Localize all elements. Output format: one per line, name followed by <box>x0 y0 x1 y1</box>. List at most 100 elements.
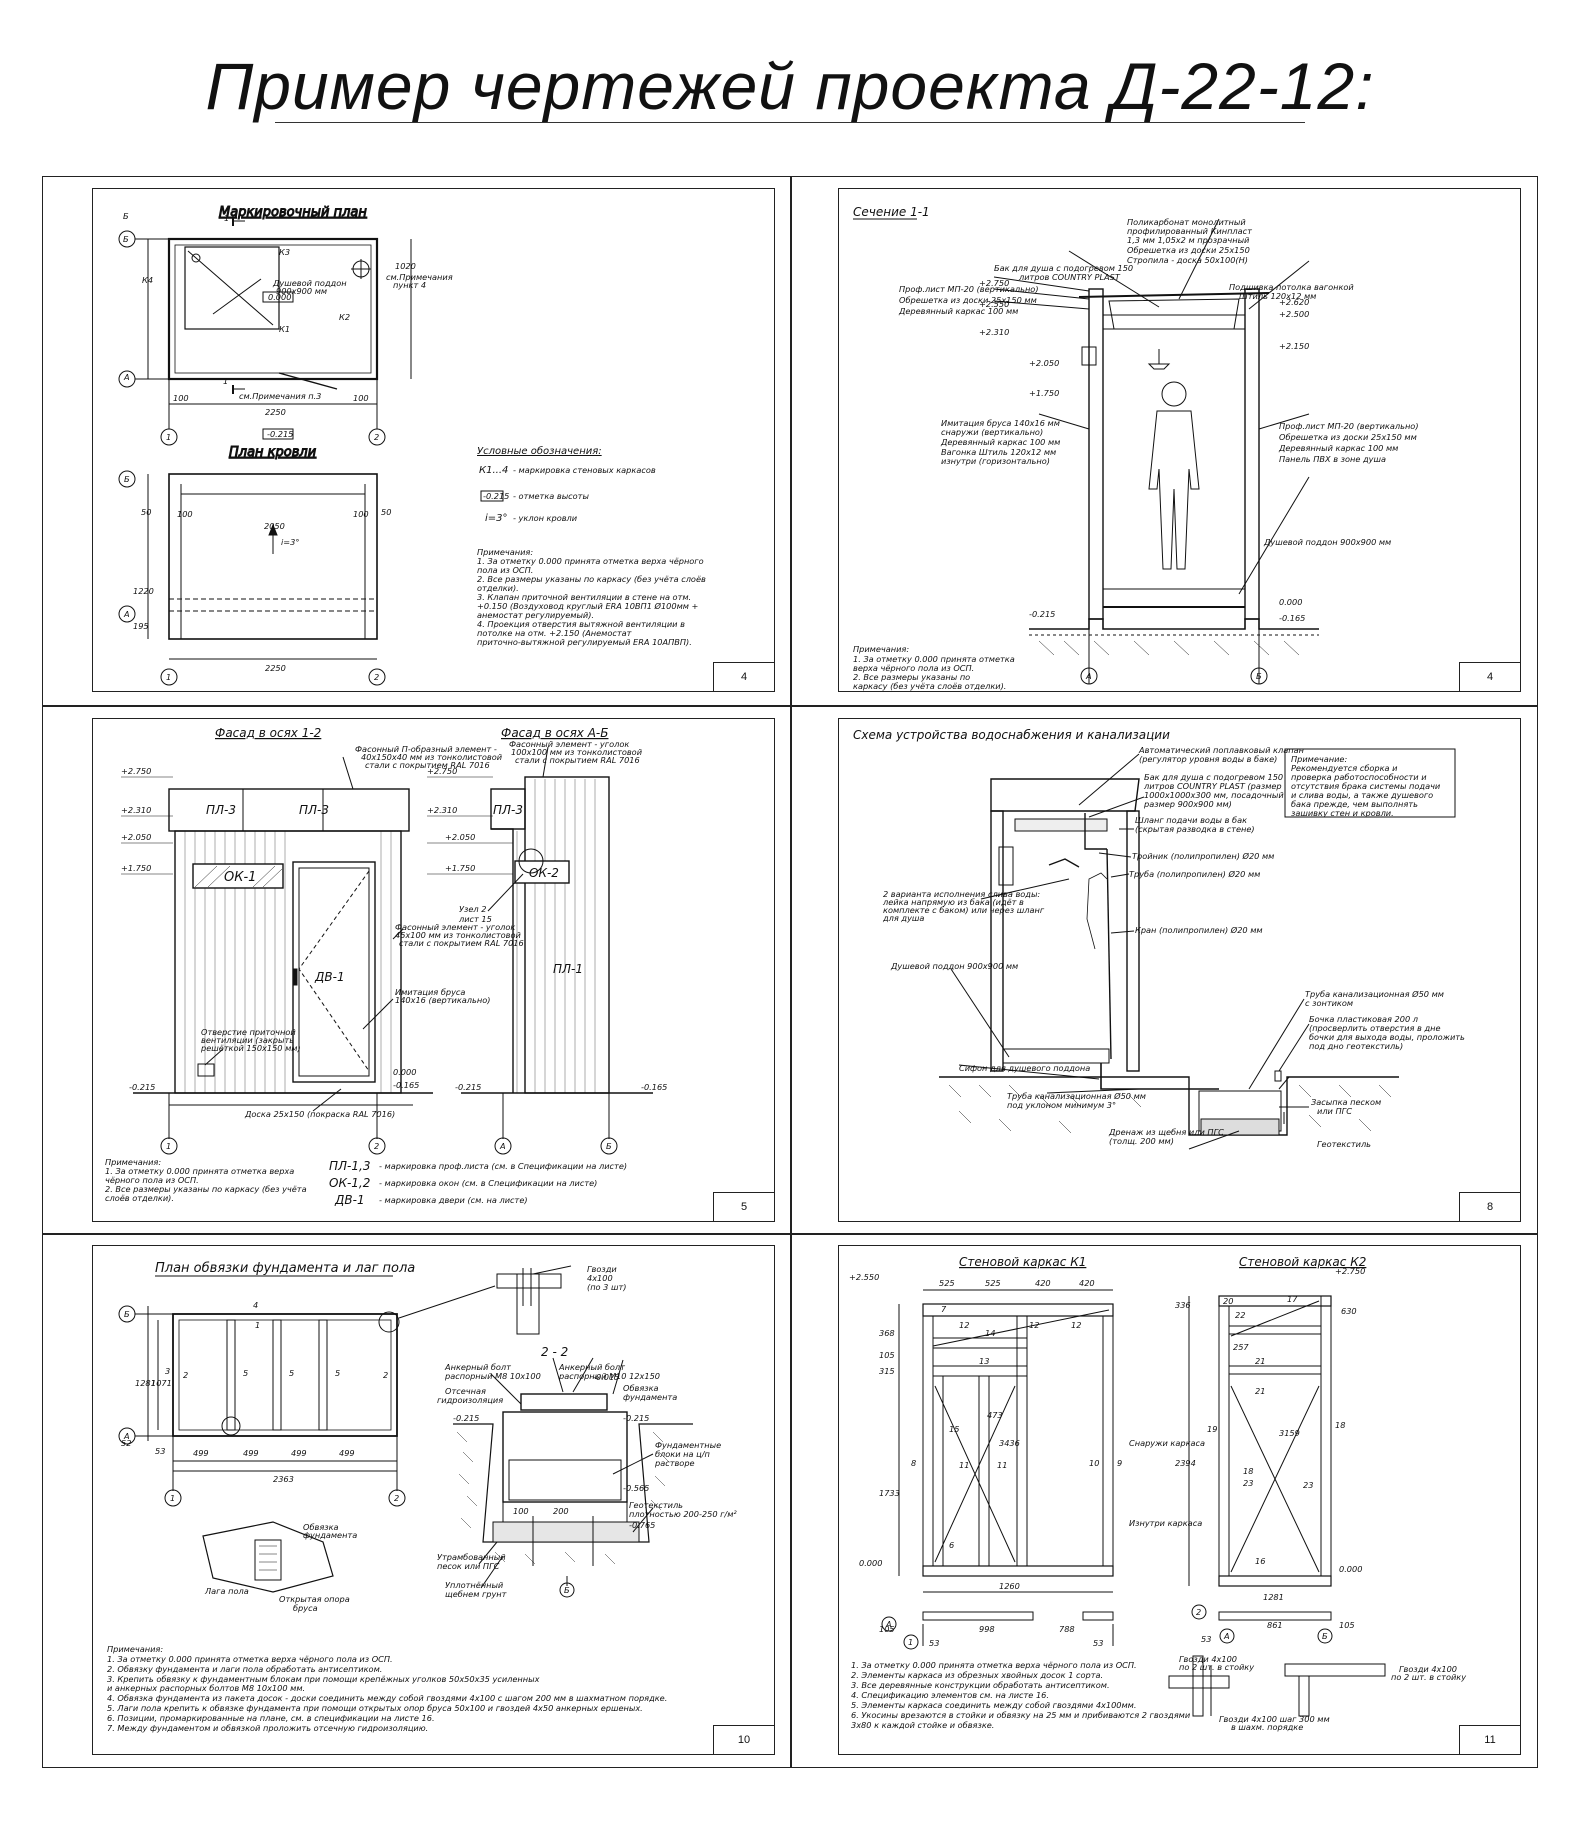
drawing-annotation: 2 <box>394 1493 399 1503</box>
drawing-annotation: Рекомендуется сборка и <box>1291 763 1398 773</box>
sheet-3-labels: Фасад в осях 1-2 Фасад в осях А-Б Фасонн… <box>105 726 667 1207</box>
board-divider-v <box>790 177 792 1767</box>
sheet-6-labels: Стеновой каркас К1 Стеновой каркас К2 52… <box>849 1255 1466 1732</box>
drawing-annotation: под уклоном минимум 3° <box>1007 1100 1116 1110</box>
drawing-annotation: +2.500 <box>1279 309 1309 319</box>
shower-tray-outline <box>184 246 280 330</box>
drawing-annotation: фундамента <box>303 1530 357 1540</box>
drawing-annotation: А <box>499 1141 506 1151</box>
drawing-annotation: ПЛ-3 <box>493 803 523 817</box>
drawing-annotation: отсутствия брака системы подачи <box>1291 781 1441 791</box>
drawing-annotation: ДВ-1 <box>334 1193 365 1207</box>
drawing-annotation: Труба канализационная Ø50 мм <box>1007 1091 1146 1101</box>
drawing-annotation: 11 <box>959 1460 969 1470</box>
drawing-annotation: стали с покрытием RAL 7016 <box>365 760 490 770</box>
drawing-annotation: 100 <box>353 509 369 519</box>
drawing-annotation: 50 <box>141 507 151 517</box>
drawing-annotation: или ПГС <box>1317 1106 1352 1116</box>
drawing-annotation: с зонтиком <box>1305 998 1353 1008</box>
drawing-annotation: 5 <box>243 1368 248 1378</box>
drawing-annotation: +2.750 <box>121 766 151 776</box>
drawing-annotation: 1 <box>166 432 171 442</box>
drawing-annotation: 315 <box>879 1366 895 1376</box>
drawing-annotation: 3. Крепить обвязку к фундаментным блокам… <box>107 1674 540 1684</box>
drawing-annotation: Гвозди 4х100 <box>1179 1654 1237 1664</box>
drawing-annotation: 1220 <box>133 586 154 596</box>
drawing-annotation: 53 <box>1201 1634 1211 1644</box>
drawing-annotation: 0.000 <box>859 1558 882 1568</box>
drawing-annotation: 5. Элементы каркаса соединить между собо… <box>851 1700 1136 1710</box>
sheet-6-drawing: Стеновой каркас К1 Стеновой каркас К2 52… <box>849 1255 1466 1732</box>
drawing-annotation: 18 <box>1335 1420 1345 1430</box>
sheet-marking-plan[interactable]: Маркировочный план <box>92 188 775 692</box>
drawing-annotation: -0.015 <box>593 1372 619 1382</box>
drawing-annotation: 2 <box>374 1141 379 1151</box>
sheet-water-scheme[interactable]: Схема устройства водоснабжения и канализ… <box>838 718 1521 1222</box>
drawing-annotation: 1 <box>170 1493 175 1503</box>
drawing-annotation: Б <box>1322 1631 1328 1641</box>
sheet-number: 4 <box>713 662 774 691</box>
drawing-annotation: литров COUNTRY PLAST (размер <box>1143 781 1282 791</box>
drawing-annotation: 4. Проекция отверстия вытяжной вентиляци… <box>477 619 685 629</box>
section-title: Сечение 1-1 <box>853 205 930 219</box>
drawing-annotation: 2 <box>1196 1607 1201 1617</box>
label-k2: К2 <box>339 312 350 322</box>
drawing-annotation: К1...4 <box>479 465 508 476</box>
drawing-annotation: 525 <box>939 1278 955 1288</box>
sheet-section-1-1[interactable]: Сечение 1-1 Поликарбонат монолитный проф… <box>838 188 1521 692</box>
drawing-annotation: Утрамбованный <box>437 1552 506 1562</box>
drawing-annotation: (толщ. 200 мм) <box>1109 1136 1174 1146</box>
drawing-annotation: приточно-вытяжной регулируемый ERA 10АПВ… <box>477 637 692 647</box>
drawing-annotation: Примечания: <box>853 644 909 654</box>
drawing-annotation: Гвозди 4х100 шаг 300 мм <box>1219 1714 1330 1724</box>
sheet-2-labels: Сечение 1-1 Поликарбонат монолитный проф… <box>853 205 1419 691</box>
water-scheme-title: Схема устройства водоснабжения и канализ… <box>853 728 1170 742</box>
drawing-annotation: Обрешетка из доски 25х150 мм <box>899 295 1037 305</box>
drawing-annotation: Снаружи каркаса <box>1129 1438 1205 1448</box>
drawing-annotation: 1071 <box>151 1378 172 1388</box>
drawing-annotation: (просверлить отверстия в дне <box>1309 1023 1441 1033</box>
drawing-annotation: 0.000 <box>393 1067 416 1077</box>
drawing-annotation: 19 <box>1207 1424 1217 1434</box>
drawing-annotation: - маркировка проф.листа (см. в Специфика… <box>379 1161 627 1171</box>
drawing-annotation: - уклон кровли <box>513 513 578 523</box>
drawing-annotation: 1. За отметку 0.000 принята отметка <box>853 654 1015 664</box>
sheet-facades[interactable]: Фасад в осях 1-2 Фасад в осях А-Б Фасонн… <box>92 718 775 1222</box>
drawing-annotation: Панель ПВХ в зоне душа <box>1279 454 1386 464</box>
drawing-annotation: - отметка высоты <box>513 491 589 501</box>
drawing-annotation: Б <box>564 1585 570 1595</box>
drawing-annotation: Б <box>123 234 129 244</box>
drawing-annotation: Уплотнённый <box>445 1580 504 1590</box>
drawing-annotation: - маркировка окон (см. в Спецификации на… <box>379 1178 597 1188</box>
drawing-annotation: Примечание: <box>1291 754 1347 764</box>
drawing-annotation: зашивку стен и кровли. <box>1291 808 1394 818</box>
drawing-annotation: i=3° <box>485 513 508 524</box>
drawing-annotation: 1 <box>223 376 228 386</box>
drawing-annotation: 12 <box>1029 1320 1039 1330</box>
drawing-annotation: бака прежде, чем выполнять <box>1291 799 1418 809</box>
drawing-annotation: 50 <box>381 507 391 517</box>
drawing-annotation: 257 <box>1233 1342 1249 1352</box>
sheet-number: 8 <box>1459 1192 1520 1221</box>
drawing-annotation: изнутри (горизонтально) <box>941 456 1050 466</box>
drawing-annotation: Обрешетка из доски 25х150 мм <box>1279 432 1417 442</box>
drawing-annotation: 1 <box>255 1320 260 1330</box>
drawing-annotation: Анкерный болт <box>444 1362 511 1372</box>
sheet-foundation-plan[interactable]: План обвязки фундамента и лаг пола Гвозд… <box>92 1245 775 1755</box>
drawing-annotation: +2.620 <box>1279 297 1309 307</box>
drawing-annotation: 1. За отметку 0.000 принята отметка верх… <box>105 1166 294 1176</box>
drawing-annotation: +2.150 <box>1279 341 1309 351</box>
facade-a-b-title: Фасад в осях А-Б <box>501 726 608 740</box>
drawing-annotation: 53 <box>929 1638 939 1648</box>
drawing-annotation: 12 <box>959 1320 969 1330</box>
sheet-wall-frames[interactable]: Стеновой каркас К1 Стеновой каркас К2 52… <box>838 1245 1521 1755</box>
drawing-annotation: Вагонка Штиль 120х12 мм <box>941 447 1056 457</box>
drawing-annotation: верха чёрного пола из ОСП. <box>853 663 974 673</box>
drawing-annotation: А <box>885 1619 892 1629</box>
drawing-annotation: +2.050 <box>445 832 475 842</box>
drawing-annotation: Примечания: <box>107 1644 163 1654</box>
drawing-annotation: +2.310 <box>979 327 1009 337</box>
drawing-annotation: Бак для душа с подогревом 150 <box>1144 772 1283 782</box>
drawing-annotation: 368 <box>879 1328 895 1338</box>
drawing-annotation: 17 <box>1287 1294 1298 1304</box>
